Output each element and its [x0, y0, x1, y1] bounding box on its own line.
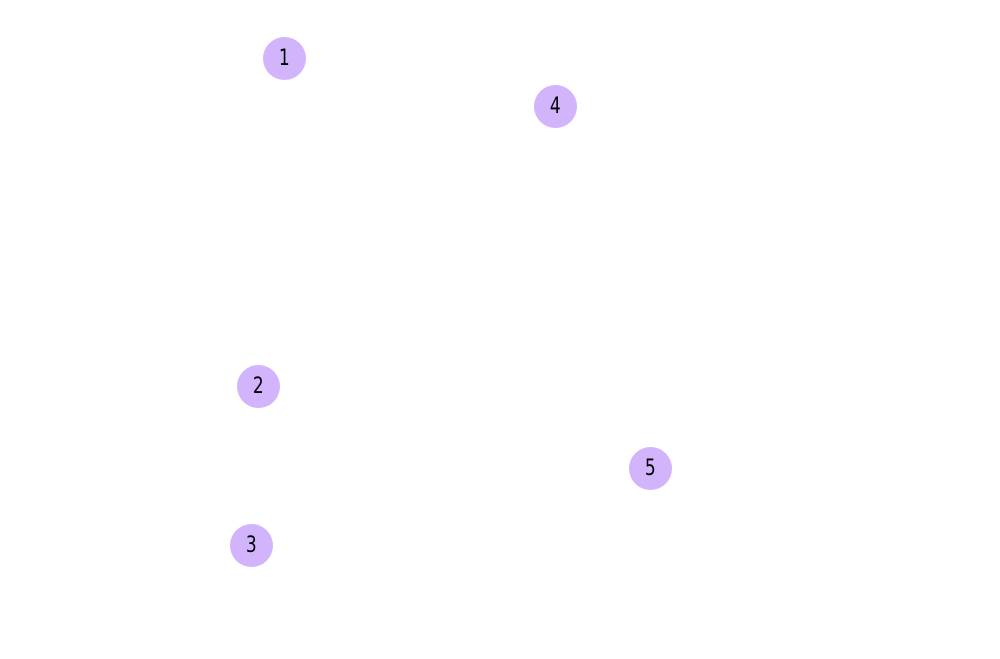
node-4-label: 4: [550, 93, 561, 119]
node-1-label: 1: [279, 45, 290, 71]
node-3-label: 3: [246, 532, 257, 558]
node-1[interactable]: 1: [263, 37, 306, 80]
node-2-label: 2: [253, 373, 264, 399]
node-5-label: 5: [645, 455, 656, 481]
node-5[interactable]: 5: [629, 447, 672, 490]
node-2[interactable]: 2: [237, 365, 280, 408]
node-4[interactable]: 4: [534, 85, 577, 128]
node-3[interactable]: 3: [230, 524, 273, 567]
